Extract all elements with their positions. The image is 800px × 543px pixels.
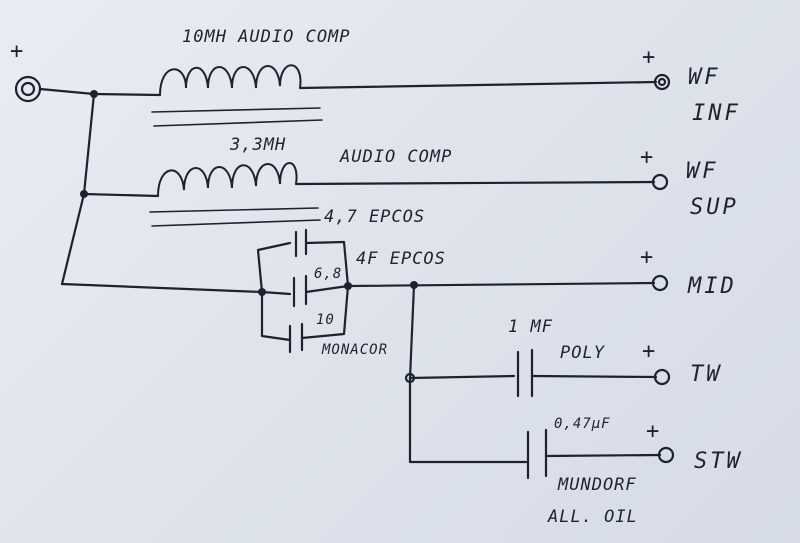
- junction-cap-left: [258, 288, 266, 296]
- terminal-mid: + MID: [640, 245, 737, 299]
- cap-047uf: [526, 428, 548, 480]
- label-inductor-2-type: AUDIO COMP: [339, 147, 452, 167]
- wire-stw-out: [544, 453, 662, 458]
- mid-plus: +: [640, 245, 656, 270]
- wire-woofer-inf: [92, 92, 162, 97]
- label-inductor-1: 10MH AUDIO COMP: [182, 27, 351, 47]
- inductor-3-3mh: [149, 162, 321, 227]
- junction-cap-right: [344, 282, 352, 290]
- label-cap-1-type: POLY: [560, 343, 606, 363]
- label-cap-10: 10: [316, 312, 335, 328]
- terminal-wf-sup: + WF SUP: [640, 145, 739, 220]
- label-cap-1: 1 MF: [508, 317, 553, 337]
- wf-inf-plus: +: [642, 45, 658, 70]
- label-cap-68: 6,8: [314, 266, 342, 282]
- junction-tw: [404, 372, 416, 384]
- label-cap-047-brand-1: MUNDORF: [557, 475, 637, 495]
- wire-mid-feed: [60, 282, 264, 294]
- cap-1mf: [516, 348, 534, 398]
- label-cap-047: 0,47µF: [554, 416, 611, 432]
- tw-plus: +: [642, 339, 658, 364]
- junction-mid-bus: [410, 281, 418, 289]
- junction-mid: [80, 190, 88, 198]
- terminal-stw: + STW: [646, 419, 743, 474]
- label-wf-sup-2: SUP: [690, 195, 739, 220]
- wire-tweeter-branch: [408, 283, 528, 464]
- label-tw: TW: [690, 362, 723, 387]
- input-plus: +: [10, 39, 26, 64]
- label-wf-inf-1: WF: [688, 65, 721, 90]
- label-cap-4: 4F EPCOS: [356, 249, 446, 269]
- label-cap-047-brand-2: ALL. OIL: [547, 507, 638, 527]
- terminal-wf-inf: + WF INF: [642, 45, 741, 126]
- label-cap-47: 4,7 EPCOS: [324, 207, 425, 227]
- stw-plus: +: [646, 419, 662, 444]
- junction-top: [90, 90, 98, 98]
- label-wf-inf-2: INF: [692, 101, 741, 126]
- wire-input-bus: [38, 87, 96, 96]
- label-stw: STW: [694, 449, 743, 474]
- wf-sup-plus: +: [640, 145, 656, 170]
- terminal-tw: + TW: [642, 339, 723, 387]
- wire-woofer-sup: [82, 192, 160, 198]
- label-wf-sup-1: WF: [686, 159, 719, 184]
- wire-bus-vertical: [60, 92, 96, 286]
- wire-mid-out: [346, 281, 656, 288]
- capacitor-bank: [256, 228, 350, 354]
- input-terminal: +: [10, 39, 42, 103]
- wire-tw-out: [530, 374, 658, 379]
- wire-woofer-sup-out: [294, 180, 656, 186]
- wire-woofer-inf-out: [298, 80, 658, 90]
- label-mid: MID: [687, 274, 737, 299]
- label-inductor-2-value: 3,3MH: [229, 135, 286, 155]
- wire-tw-in: [408, 374, 516, 380]
- label-cap-10-brand: MONACOR: [321, 342, 388, 358]
- inductor-10mh: [151, 64, 323, 127]
